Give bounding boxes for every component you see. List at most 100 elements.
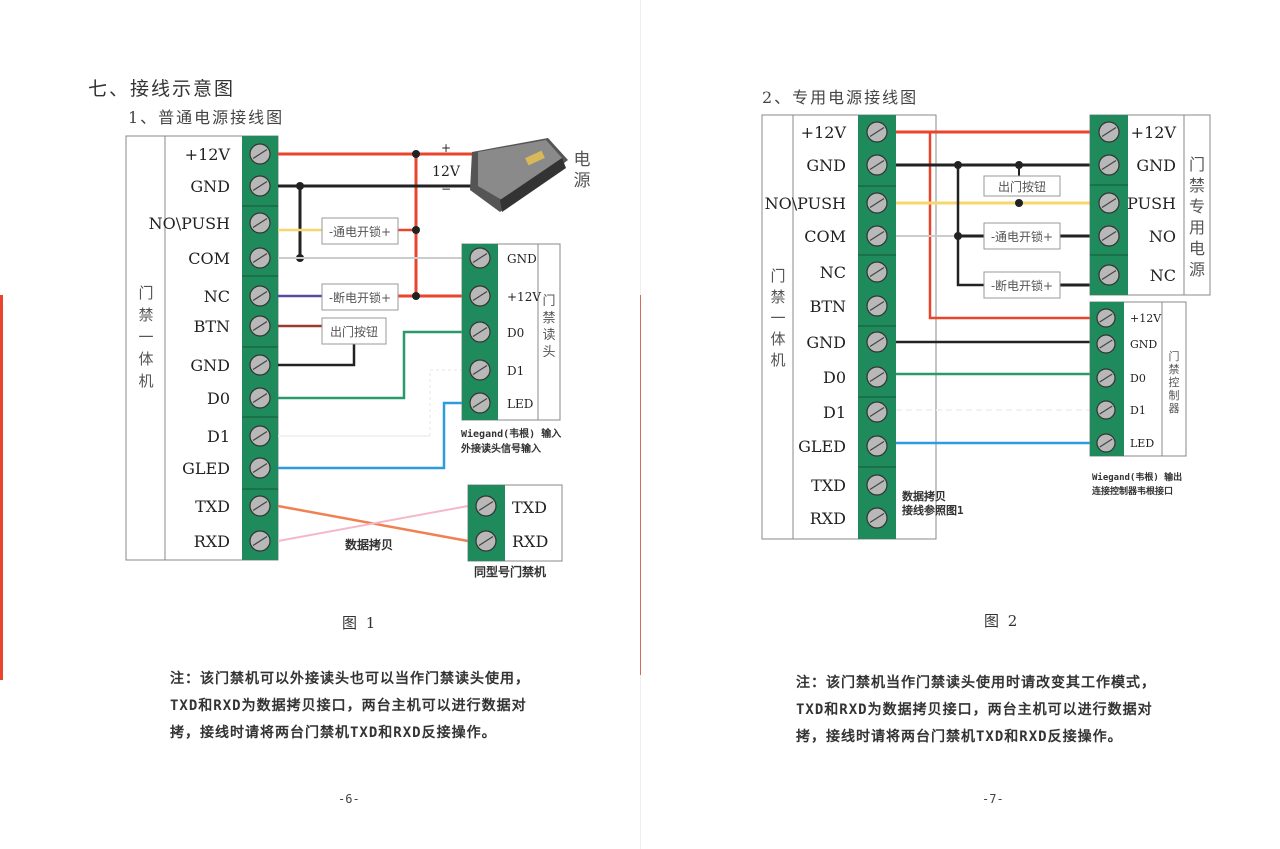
- controller-board-name-char: 禁: [1169, 363, 1180, 376]
- wire-gnd-bus: [956, 165, 984, 287]
- note-line: 拷，接线时请将两台门禁机TXD和RXD反接操作。: [796, 729, 1123, 745]
- terminal-label: RXD: [194, 532, 230, 551]
- controller-board-name-char: 制: [1169, 389, 1180, 402]
- terminal-label: BTN: [810, 297, 846, 316]
- reader-name-char: 禁: [542, 311, 555, 326]
- figure-1-label: 图 1: [342, 614, 378, 632]
- terminal-label: PUSH: [1127, 194, 1176, 213]
- terminal-label: RXD: [810, 509, 846, 528]
- controller-name-char: 禁: [770, 288, 785, 306]
- terminal-label: D1: [1130, 404, 1146, 417]
- fail-safe-lock-label: -断电开锁+: [329, 290, 391, 305]
- diagram-2-subtitle: 2、专用电源接线图: [762, 88, 919, 107]
- controller-name-char: 禁: [138, 306, 153, 324]
- terminal-label: D0: [207, 389, 230, 408]
- fail-safe-lock-box: [983, 271, 1061, 299]
- terminal-label: COM: [188, 249, 230, 268]
- reader-caption-1: Wiegand(韦根) 输入: [461, 427, 561, 440]
- terminal-label: +12V: [1131, 123, 1177, 142]
- terminal-label: GLED: [798, 437, 846, 456]
- data-copy-label: 数据拷贝: [345, 537, 393, 552]
- data-copy-line1: 数据拷贝: [902, 489, 946, 503]
- note-2: 注：该门禁机当作门禁读头使用时请改变其工作模式， TXD和RXD为数据拷贝接口，…: [796, 670, 1156, 751]
- terminal-label: +12V: [185, 145, 231, 164]
- terminal-label: D1: [823, 403, 846, 422]
- fail-safe-lock-label: -断电开锁+: [991, 278, 1053, 293]
- peer-caption: 同型号门禁机: [474, 564, 546, 579]
- psu-minus: −: [441, 182, 451, 196]
- controller-board-caption-1: Wiegand(韦根) 输出: [1092, 471, 1182, 483]
- exit-button-label: 出门按钮: [330, 324, 378, 339]
- fail-secure-lock-box: [321, 217, 399, 245]
- controller-name-char: 门: [138, 284, 153, 302]
- terminal-label: NC: [1150, 266, 1176, 285]
- terminal-label: GND: [190, 177, 230, 196]
- fail-secure-lock-box: [983, 222, 1061, 250]
- terminal-label: GND: [190, 356, 230, 375]
- note-1: 注：该门禁机可以外接读头也可以当作门禁读头使用， TXD和RXD为数据拷贝接口，…: [170, 666, 530, 747]
- controller-name-char: 体: [770, 330, 785, 348]
- terminal-label: TXD: [195, 497, 230, 516]
- figure-2-label: 图 2: [984, 612, 1020, 630]
- terminal-label: COM: [804, 227, 846, 246]
- controller-board-caption-2: 连接控制器韦根接口: [1092, 485, 1173, 497]
- terminal-label: NO\PUSH: [149, 214, 230, 233]
- terminal-label: D0: [1130, 372, 1146, 385]
- note-line: TXD和RXD为数据拷贝接口，两台主机可以进行数据对: [170, 698, 527, 714]
- terminal-label: +12V: [1130, 312, 1162, 325]
- terminal-label: GND: [507, 252, 537, 266]
- note-line: 注：该门禁机可以外接读头也可以当作门禁读头使用，: [170, 671, 530, 687]
- fail-secure-lock-label: -通电开锁+: [991, 229, 1053, 244]
- reader-name-char: 门: [542, 294, 555, 309]
- psu-name-char: 源: [1189, 260, 1205, 279]
- power-supply-unit-image: [470, 138, 568, 212]
- psu-label-char: 电: [574, 150, 591, 170]
- wire-gnd-button: [278, 344, 356, 367]
- section-title: 七、接线示意图: [88, 78, 236, 100]
- controller-name-char: 门: [770, 267, 785, 285]
- terminal-label: D0: [507, 326, 524, 340]
- terminal-label: LED: [507, 397, 533, 411]
- psu-name-char: 门: [1189, 155, 1205, 174]
- peer-terminal-label: TXD: [512, 498, 547, 517]
- wire-d0: [278, 330, 462, 400]
- controller-name-char: 机: [138, 372, 153, 390]
- terminal-label: NO\PUSH: [765, 194, 846, 213]
- psu-name-char: 电: [1189, 239, 1205, 258]
- psu-label-char: 源: [574, 171, 591, 191]
- terminal-label: GND: [1130, 338, 1157, 351]
- page-edge-left: [0, 295, 3, 680]
- note-line: TXD和RXD为数据拷贝接口，两台主机可以进行数据对: [796, 702, 1153, 718]
- terminal-label: TXD: [811, 476, 846, 495]
- note-line: 注：该门禁机当作门禁读头使用时请改变其工作模式，: [796, 675, 1156, 691]
- terminal-label: NO: [1149, 227, 1176, 246]
- psu-name-char: 禁: [1189, 176, 1205, 195]
- reader-name-char: 读: [542, 328, 555, 343]
- wire-rxd: [277, 505, 469, 542]
- fail-secure-lock-label: -通电开锁+: [329, 224, 391, 239]
- reader-name-char: 头: [542, 345, 555, 360]
- controller-name: 门 禁 一 体 机: [138, 284, 153, 390]
- terminal-label: D1: [207, 427, 230, 446]
- wire-12v-to-controller: [928, 132, 1090, 320]
- terminal-label: +12V: [801, 123, 847, 142]
- terminal-label: GLED: [182, 459, 230, 478]
- center-binding-line: [640, 295, 641, 675]
- psu-name-char: 专: [1189, 197, 1205, 216]
- controller-frame: [761, 114, 937, 540]
- page-number-right: -7-: [982, 792, 1004, 806]
- terminal-label: D1: [507, 364, 524, 378]
- diagram-1-subtitle: 1、普通电源接线图: [128, 108, 285, 127]
- exit-button-box: [321, 317, 387, 345]
- terminal-label: D0: [823, 368, 846, 387]
- terminal-label: NC: [820, 263, 846, 282]
- peer-terminal-label: RXD: [512, 532, 548, 551]
- terminal-label: BTN: [194, 317, 230, 336]
- terminal-label: LED: [1130, 437, 1154, 450]
- psu-voltage: 12V: [432, 164, 461, 180]
- terminal-label: +12V: [507, 290, 541, 304]
- controller-board-name-char: 控: [1169, 375, 1180, 389]
- page-number-left: -6-: [338, 792, 360, 806]
- controller-board-name-char: 门: [1169, 349, 1180, 363]
- fail-safe-lock-box: [321, 283, 399, 311]
